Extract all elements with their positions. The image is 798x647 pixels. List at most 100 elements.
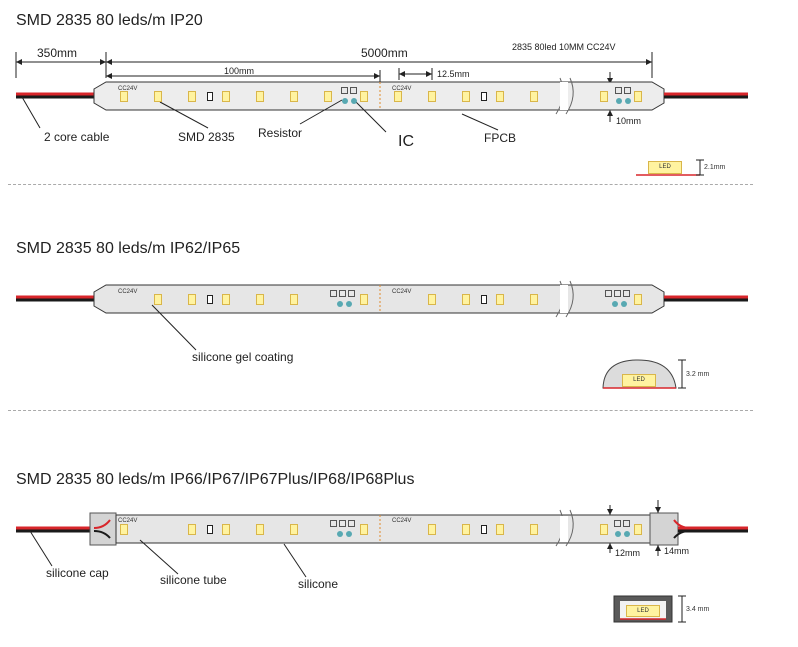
led-chip — [188, 91, 196, 102]
led-chip — [222, 294, 230, 305]
dim-pitch: 12.5mm — [437, 69, 470, 79]
ic-chip — [615, 87, 622, 94]
led-chip — [634, 294, 642, 305]
ic-pad — [337, 531, 343, 537]
led-chip — [496, 91, 504, 102]
resistor-chip — [207, 525, 213, 534]
label-silicone-cap: silicone cap — [46, 566, 109, 580]
led-chip — [188, 294, 196, 305]
led-chip — [154, 91, 162, 102]
led-chip — [256, 294, 264, 305]
section-1-title: SMD 2835 80 leds/m IP20 — [16, 12, 203, 29]
resistor-chip — [207, 295, 213, 304]
led-chip — [290, 294, 298, 305]
led-chip — [324, 91, 332, 102]
led-chip — [360, 91, 368, 102]
pcb-marking: CC24V — [392, 518, 412, 524]
ic-chip — [614, 520, 621, 527]
led-chip — [634, 91, 642, 102]
dim-width-outer: 14mm — [664, 546, 690, 556]
label-silicone-gel-coating: silicone gel coating — [192, 350, 294, 364]
cross-section-led: LED — [622, 374, 656, 387]
pcb-marking: CC24V — [118, 289, 138, 295]
dim-width-inner: 12mm — [615, 548, 641, 558]
ic-pad — [346, 301, 352, 307]
section-divider — [8, 410, 753, 411]
pcb-marking: CC24V — [392, 289, 412, 295]
label-smd-2835: SMD 2835 — [178, 130, 235, 144]
led-chip — [360, 524, 368, 535]
ic-chip — [623, 290, 630, 297]
led-chip — [600, 524, 608, 535]
ic-chip — [341, 87, 348, 94]
ic-chip — [623, 520, 630, 527]
led-chip — [394, 91, 402, 102]
cross-section-height: 3.2 mm — [686, 371, 710, 378]
ic-pad — [612, 301, 618, 307]
resistor-chip — [481, 295, 487, 304]
led-chip — [462, 294, 470, 305]
ic-chip — [348, 290, 355, 297]
resistor-chip — [207, 92, 213, 101]
section-2-title: SMD 2835 80 leds/m IP62/IP65 — [16, 240, 241, 257]
spec-text: 2835 80led 10MM CC24V — [512, 42, 616, 52]
ic-pad — [616, 98, 622, 104]
ic-chip — [330, 290, 337, 297]
led-chip — [290, 524, 298, 535]
dim-cable-length: 350mm — [37, 46, 78, 60]
pcb-marking: CC24V — [118, 518, 138, 524]
label-ic: IC — [398, 133, 414, 150]
led-chip — [462, 91, 470, 102]
ic-pad — [625, 98, 631, 104]
led-chip — [120, 91, 128, 102]
resistor-chip — [481, 525, 487, 534]
cross-section-height: 3.4 mm — [686, 606, 710, 613]
label-fpcb: FPCB — [484, 131, 517, 145]
ic-pad — [351, 98, 357, 104]
cross-section-height: 2.1mm — [704, 164, 726, 171]
led-chip — [428, 524, 436, 535]
led-chip — [256, 91, 264, 102]
led-chip — [428, 294, 436, 305]
led-chip — [530, 294, 538, 305]
led-chip — [188, 524, 196, 535]
led-chip — [120, 524, 128, 535]
ic-pad — [342, 98, 348, 104]
led-chip — [462, 524, 470, 535]
pcb-marking: CC24V — [392, 86, 412, 92]
led-chip — [222, 524, 230, 535]
ic-pad — [621, 301, 627, 307]
led-chip — [530, 524, 538, 535]
ic-chip — [348, 520, 355, 527]
ic-chip — [339, 520, 346, 527]
label-silicone-tube: silicone tube — [160, 573, 227, 587]
label-silicone: silicone — [298, 577, 339, 591]
section-divider — [8, 184, 753, 185]
led-chip — [496, 524, 504, 535]
led-chip — [222, 91, 230, 102]
ic-pad — [624, 531, 630, 537]
ic-chip — [339, 290, 346, 297]
dim-segment-length: 100mm — [224, 66, 255, 76]
led-chip — [600, 91, 608, 102]
led-chip — [290, 91, 298, 102]
ic-chip — [605, 290, 612, 297]
resistor-chip — [481, 92, 487, 101]
ic-pad — [346, 531, 352, 537]
ic-chip — [624, 87, 631, 94]
dim-width: 10mm — [616, 116, 642, 126]
led-chip — [154, 294, 162, 305]
led-chip — [360, 294, 368, 305]
ic-chip — [330, 520, 337, 527]
label-2-core-cable: 2 core cable — [44, 130, 110, 144]
dim-total-length: 5000mm — [361, 46, 408, 60]
ic-pad — [337, 301, 343, 307]
led-chip — [530, 91, 538, 102]
cross-section-led: LED — [626, 605, 660, 617]
section-3-title: SMD 2835 80 leds/m IP66/IP67/IP67Plus/IP… — [16, 471, 415, 488]
cross-section-led: LED — [648, 161, 682, 174]
led-chip — [428, 91, 436, 102]
ic-chip — [614, 290, 621, 297]
led-chip — [496, 294, 504, 305]
